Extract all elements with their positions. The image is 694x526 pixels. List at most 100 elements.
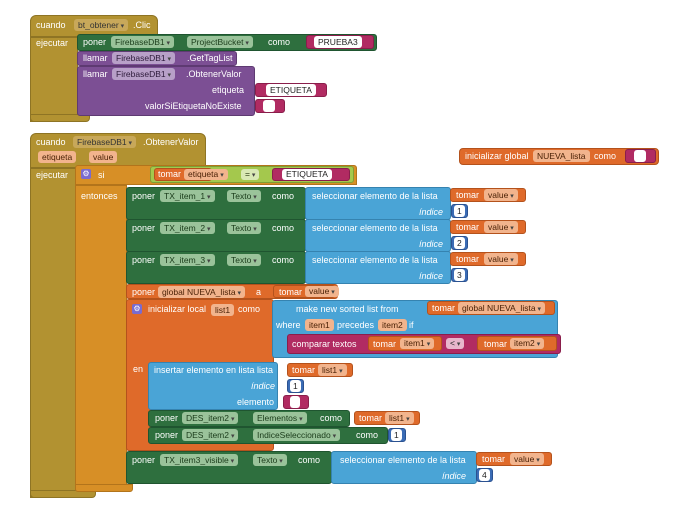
text-value-empty[interactable] bbox=[263, 100, 275, 112]
des2-property-dropdown[interactable]: IndiceSeleccionado bbox=[253, 429, 341, 441]
sorted-source-dropdown[interactable]: global NUEVA_lista bbox=[458, 302, 546, 314]
des1-set-label: poner bbox=[155, 413, 179, 423]
des1-component-dropdown[interactable]: DES_item2 bbox=[182, 412, 239, 424]
des2-index-value[interactable]: 1 bbox=[391, 429, 402, 441]
if-small-label: if bbox=[409, 320, 414, 330]
init-local-gear-icon[interactable]: ⚙ bbox=[132, 304, 142, 314]
row2-index-value[interactable]: 2 bbox=[454, 237, 465, 249]
if-block-left bbox=[75, 185, 127, 490]
set-tx-item-2-block[interactable] bbox=[126, 219, 306, 252]
equals-operator-dropdown[interactable]: = bbox=[241, 169, 260, 180]
item2-param[interactable]: item2 bbox=[378, 319, 407, 331]
row4-get-value-dropdown[interactable]: value bbox=[510, 453, 544, 465]
row3-index-label: índice bbox=[419, 271, 444, 281]
des2-component-dropdown[interactable]: DES_item2 bbox=[182, 429, 239, 441]
row1-select-label: seleccionar elemento de la lista bbox=[312, 191, 438, 201]
ifnot-param-label: valorSiEtiquetaNoExiste bbox=[145, 101, 242, 111]
row3-property-dropdown[interactable]: Texto bbox=[227, 254, 261, 266]
event-when-label: cuando bbox=[36, 20, 66, 30]
des1-value-dropdown[interactable]: list1 bbox=[385, 412, 414, 424]
text-value-prueba3[interactable]: PRUEBA3 bbox=[314, 36, 362, 48]
precedes-label: precedes bbox=[337, 320, 375, 330]
where-label: where bbox=[276, 320, 301, 330]
des1-property-dropdown[interactable]: Elementos bbox=[253, 412, 307, 424]
global-text-value[interactable] bbox=[634, 150, 646, 162]
component-dropdown-bt-obtener[interactable]: bt_obtener bbox=[74, 19, 129, 31]
text-value-etiqueta-compare[interactable]: ETIQUETA bbox=[282, 169, 332, 180]
local-name-field[interactable]: list1 bbox=[211, 304, 235, 316]
row4-component-dropdown[interactable]: TX_item3_visible bbox=[160, 454, 239, 466]
set-component-dropdown[interactable]: FirebaseDB1 bbox=[111, 36, 175, 48]
insert-index-label: índice bbox=[251, 381, 276, 391]
if-label: si bbox=[98, 170, 105, 180]
row2-get-value-dropdown[interactable]: value bbox=[484, 221, 518, 233]
set-global-label: poner bbox=[132, 287, 156, 297]
row1-get-value-dropdown[interactable]: value bbox=[484, 189, 518, 201]
row2-select-block[interactable] bbox=[305, 219, 451, 252]
row3-get-value-dropdown[interactable]: value bbox=[484, 253, 518, 265]
init-global-label: inicializar global bbox=[465, 151, 529, 161]
row4-index-value[interactable]: 4 bbox=[479, 469, 490, 481]
call1-component-dropdown[interactable]: FirebaseDB1 bbox=[112, 52, 176, 64]
compare-item2-dropdown[interactable]: item2 bbox=[510, 338, 545, 349]
set-global-var-dropdown[interactable]: global NUEVA_lista bbox=[158, 286, 246, 298]
item1-param[interactable]: item1 bbox=[305, 319, 334, 331]
row1-index-label: índice bbox=[419, 207, 444, 217]
element-label: elemento bbox=[237, 397, 275, 407]
row2-get-label: tomar bbox=[456, 222, 480, 232]
row1-component-dropdown[interactable]: TX_item_1 bbox=[160, 190, 215, 202]
event2-component-dropdown[interactable]: FirebaseDB1 bbox=[73, 136, 137, 148]
call1-method-label: .GetTagList bbox=[187, 53, 233, 63]
tag-param-label: etiqueta bbox=[212, 85, 245, 95]
event-name-label: .Clic bbox=[133, 20, 151, 30]
row4-index-label: índice bbox=[442, 471, 467, 481]
set-tx-item-3-block[interactable] bbox=[126, 251, 306, 284]
row3-select-block[interactable] bbox=[305, 251, 451, 284]
call2-component-dropdown[interactable]: FirebaseDB1 bbox=[112, 68, 176, 80]
if-gear-icon[interactable]: ⚙ bbox=[81, 169, 91, 179]
insert-index-value[interactable]: 1 bbox=[290, 380, 301, 392]
row4-get-label: tomar bbox=[482, 454, 506, 464]
row2-component-dropdown[interactable]: TX_item_2 bbox=[160, 222, 215, 234]
param-value[interactable]: value bbox=[89, 151, 118, 163]
get-global-value-dropdown[interactable]: value bbox=[305, 286, 339, 297]
sorted-label: make new sorted list from bbox=[296, 304, 399, 314]
row3-select-label: seleccionar elemento de la lista bbox=[312, 255, 438, 265]
insert-label: insertar elemento en lista lista bbox=[154, 365, 274, 375]
des1-get-label: tomar bbox=[359, 413, 383, 423]
compare-item1-dropdown[interactable]: item1 bbox=[400, 338, 435, 349]
insert-element-block[interactable] bbox=[148, 362, 278, 410]
compare-operator-dropdown[interactable]: < bbox=[446, 338, 465, 349]
local-to-label: como bbox=[238, 304, 261, 314]
get-global-label: tomar bbox=[279, 287, 303, 297]
row2-set-label: poner bbox=[132, 223, 156, 233]
row1-property-dropdown[interactable]: Texto bbox=[227, 190, 261, 202]
get-etiqueta-dropdown[interactable]: etiqueta bbox=[184, 169, 228, 180]
row1-set-label: poner bbox=[132, 191, 156, 201]
row4-select-block[interactable] bbox=[331, 451, 477, 484]
then-label: entonces bbox=[81, 191, 118, 201]
event-block-body-left bbox=[30, 37, 78, 122]
param-etiqueta[interactable]: etiqueta bbox=[38, 151, 77, 163]
set-property-dropdown[interactable]: ProjectBucket bbox=[187, 36, 253, 48]
insert-list-dropdown[interactable]: list1 bbox=[318, 364, 347, 376]
row2-property-dropdown[interactable]: Texto bbox=[227, 222, 261, 234]
set-global-to-label: a bbox=[256, 287, 262, 297]
element-text-value[interactable] bbox=[290, 396, 300, 408]
row3-index-value[interactable]: 3 bbox=[454, 269, 465, 281]
row1-get-label: tomar bbox=[456, 190, 480, 200]
text-value-etiqueta[interactable]: ETIQUETA bbox=[266, 84, 316, 96]
row4-property-dropdown[interactable]: Texto bbox=[253, 454, 287, 466]
call-label: llamar bbox=[83, 53, 108, 63]
des2-set-label: poner bbox=[155, 430, 179, 440]
global-name-field[interactable]: NUEVA_lista bbox=[533, 150, 590, 162]
event2-when-label: cuando bbox=[36, 137, 66, 147]
to-label: como bbox=[268, 37, 291, 47]
event2-body-left bbox=[30, 168, 76, 498]
row4-to-label: como bbox=[298, 455, 321, 465]
in-label: en bbox=[133, 364, 144, 374]
row1-index-value[interactable]: 1 bbox=[454, 205, 465, 217]
row2-index-label: índice bbox=[419, 239, 444, 249]
row3-component-dropdown[interactable]: TX_item_3 bbox=[160, 254, 215, 266]
event-block-bottom bbox=[30, 114, 90, 122]
